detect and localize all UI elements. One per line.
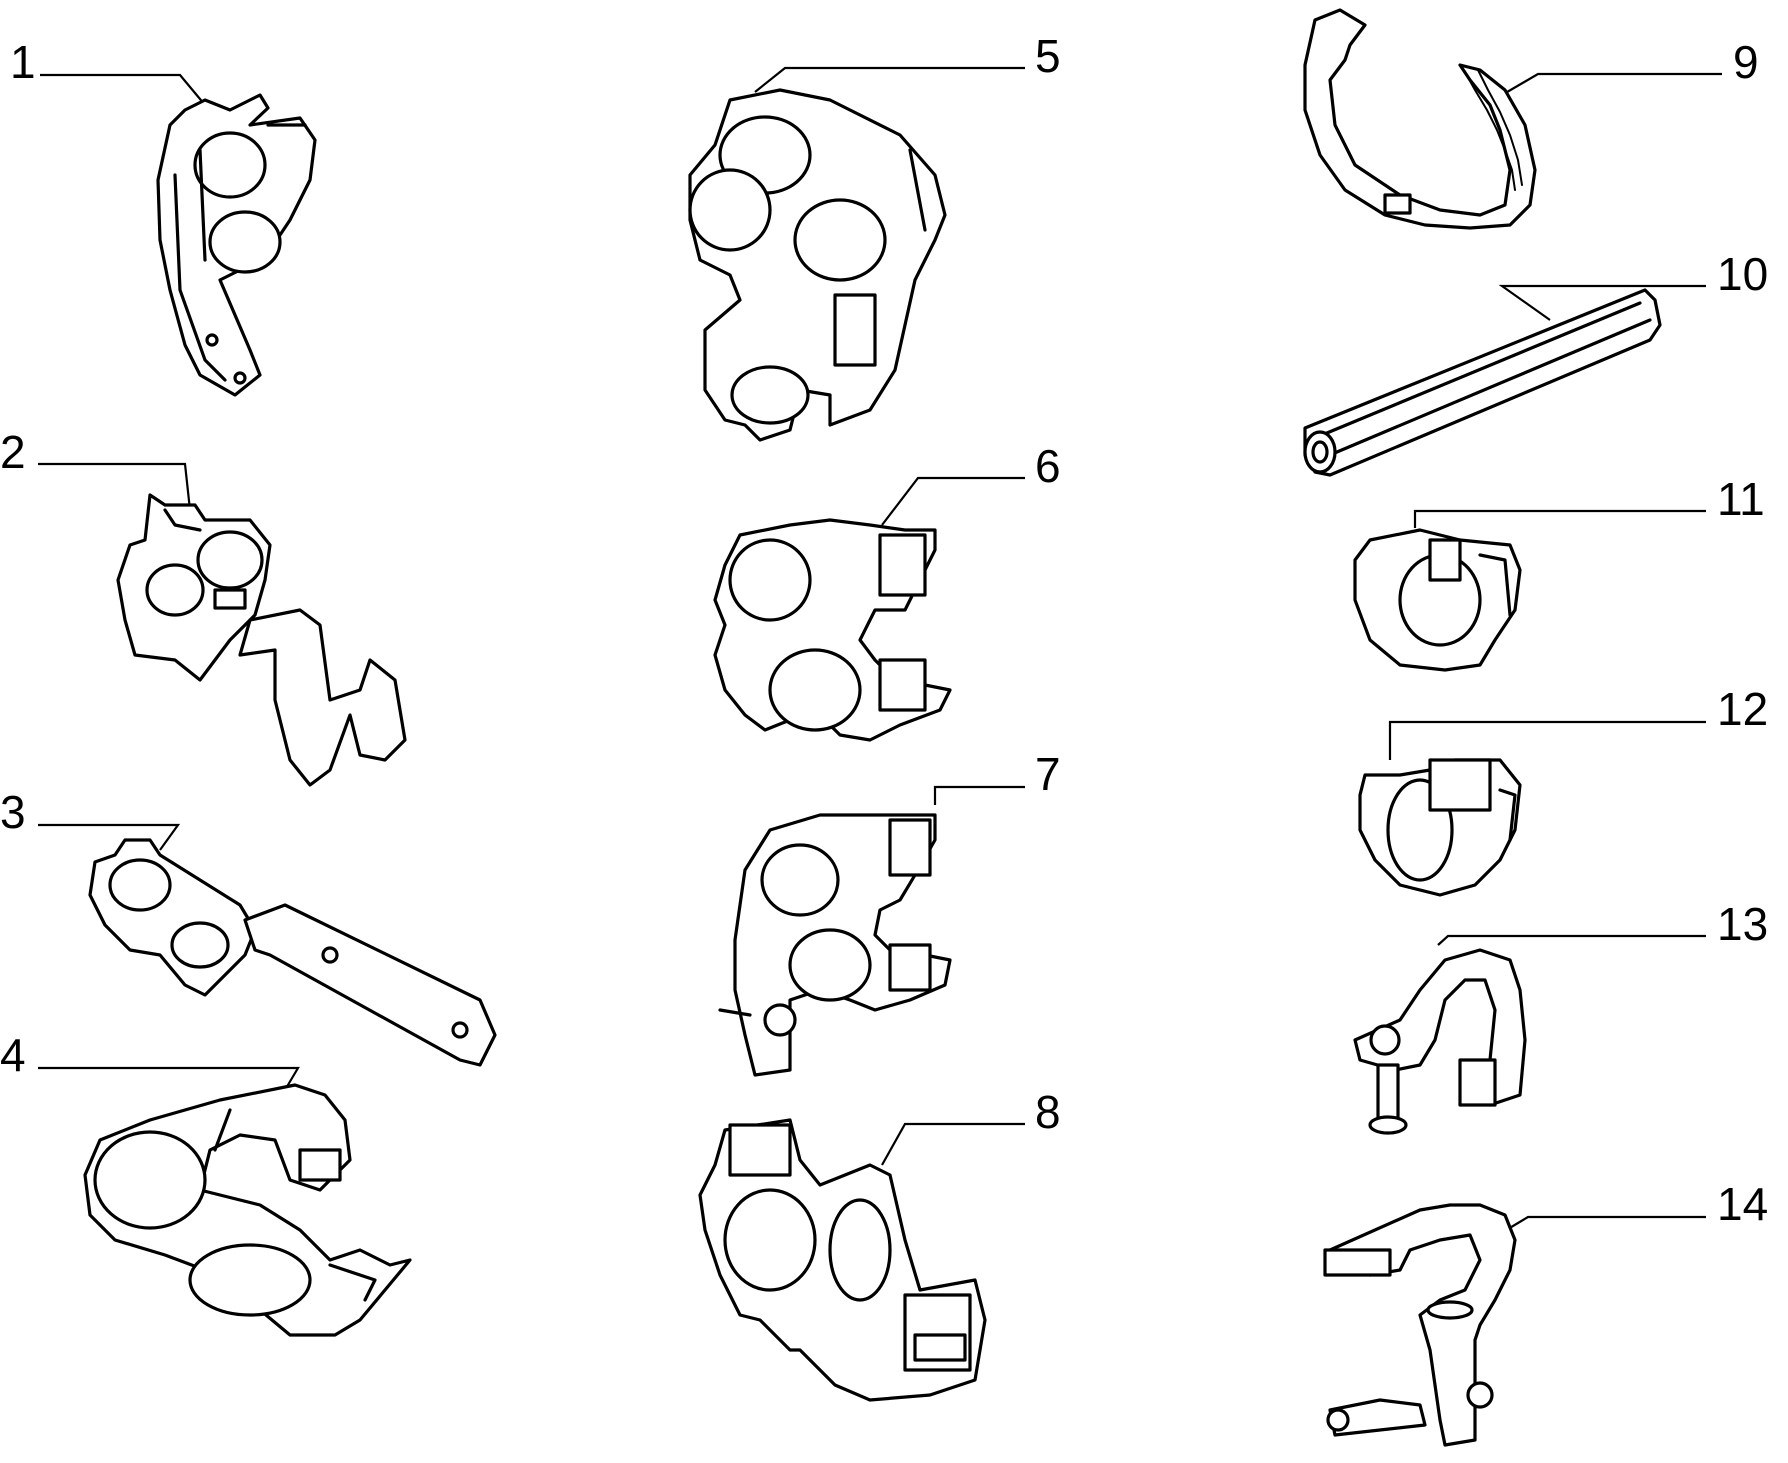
part-9-cable-tie [1303, 8, 1537, 230]
callout-number-1: 1 [10, 36, 36, 88]
callout-8: 8 [881, 1086, 1061, 1166]
leader-line-7 [933, 785, 1025, 805]
callout-12: 12 [1388, 683, 1768, 760]
part-7-double-clip-with-bracket [718, 813, 952, 1077]
callout-number-9: 9 [1733, 36, 1759, 88]
leader-line-1 [40, 73, 206, 106]
leader-line-13 [1437, 934, 1706, 946]
callout-number-12: 12 [1717, 683, 1768, 735]
callout-number-4: 4 [0, 1029, 26, 1081]
part-14-clip-with-tab-and-stud [1323, 1203, 1517, 1447]
callout-5: 5 [754, 30, 1061, 93]
part-10-channel-strip [1303, 288, 1662, 477]
leader-line-11 [1413, 509, 1706, 528]
callout-7: 7 [933, 748, 1061, 805]
leader-line-10 [1498, 284, 1706, 321]
leader-line-14 [1502, 1215, 1706, 1233]
part-8-clip-with-tabs [698, 1118, 987, 1402]
callout-number-6: 6 [1035, 440, 1061, 492]
part-1-clip-with-bracket [156, 93, 317, 397]
leader-line-8 [881, 1122, 1025, 1166]
callout-number-3: 3 [0, 786, 26, 838]
callout-9: 9 [1501, 36, 1759, 96]
callout-number-14: 14 [1717, 1178, 1768, 1230]
leader-line-9 [1501, 72, 1722, 96]
part-6-double-clip [713, 518, 952, 742]
leader-line-6 [881, 476, 1025, 526]
callout-number-10: 10 [1717, 248, 1768, 300]
callout-6: 6 [881, 440, 1061, 526]
leader-line-3 [38, 823, 181, 851]
callout-number-13: 13 [1717, 898, 1768, 950]
callout-1: 1 [10, 36, 206, 106]
part-11-single-clip [1353, 528, 1522, 672]
part-4-wide-double-clip [83, 1083, 412, 1337]
callout-number-8: 8 [1035, 1086, 1061, 1138]
callout-2: 2 [0, 426, 192, 511]
callout-number-5: 5 [1035, 30, 1061, 82]
callout-11: 11 [1413, 473, 1765, 528]
callout-number-7: 7 [1035, 748, 1061, 800]
callout-10: 10 [1498, 248, 1768, 321]
part-5-large-double-clip [688, 88, 947, 442]
part-2-clip-with-z-bracket [116, 493, 407, 787]
callout-14: 14 [1502, 1178, 1768, 1233]
part-13-clip-with-stud [1353, 948, 1527, 1135]
callout-number-11: 11 [1717, 473, 1765, 525]
leader-line-12 [1388, 720, 1706, 760]
callout-number-2: 2 [0, 426, 26, 478]
leader-line-4 [38, 1066, 300, 1091]
callout-13: 13 [1437, 898, 1768, 950]
part-12-single-clip-block [1358, 758, 1522, 897]
part-3-clip-with-flat-arm [88, 838, 497, 1067]
callout-3: 3 [0, 786, 181, 851]
callout-4: 4 [0, 1029, 300, 1091]
leader-line-2 [38, 462, 192, 511]
leader-line-5 [754, 66, 1025, 93]
